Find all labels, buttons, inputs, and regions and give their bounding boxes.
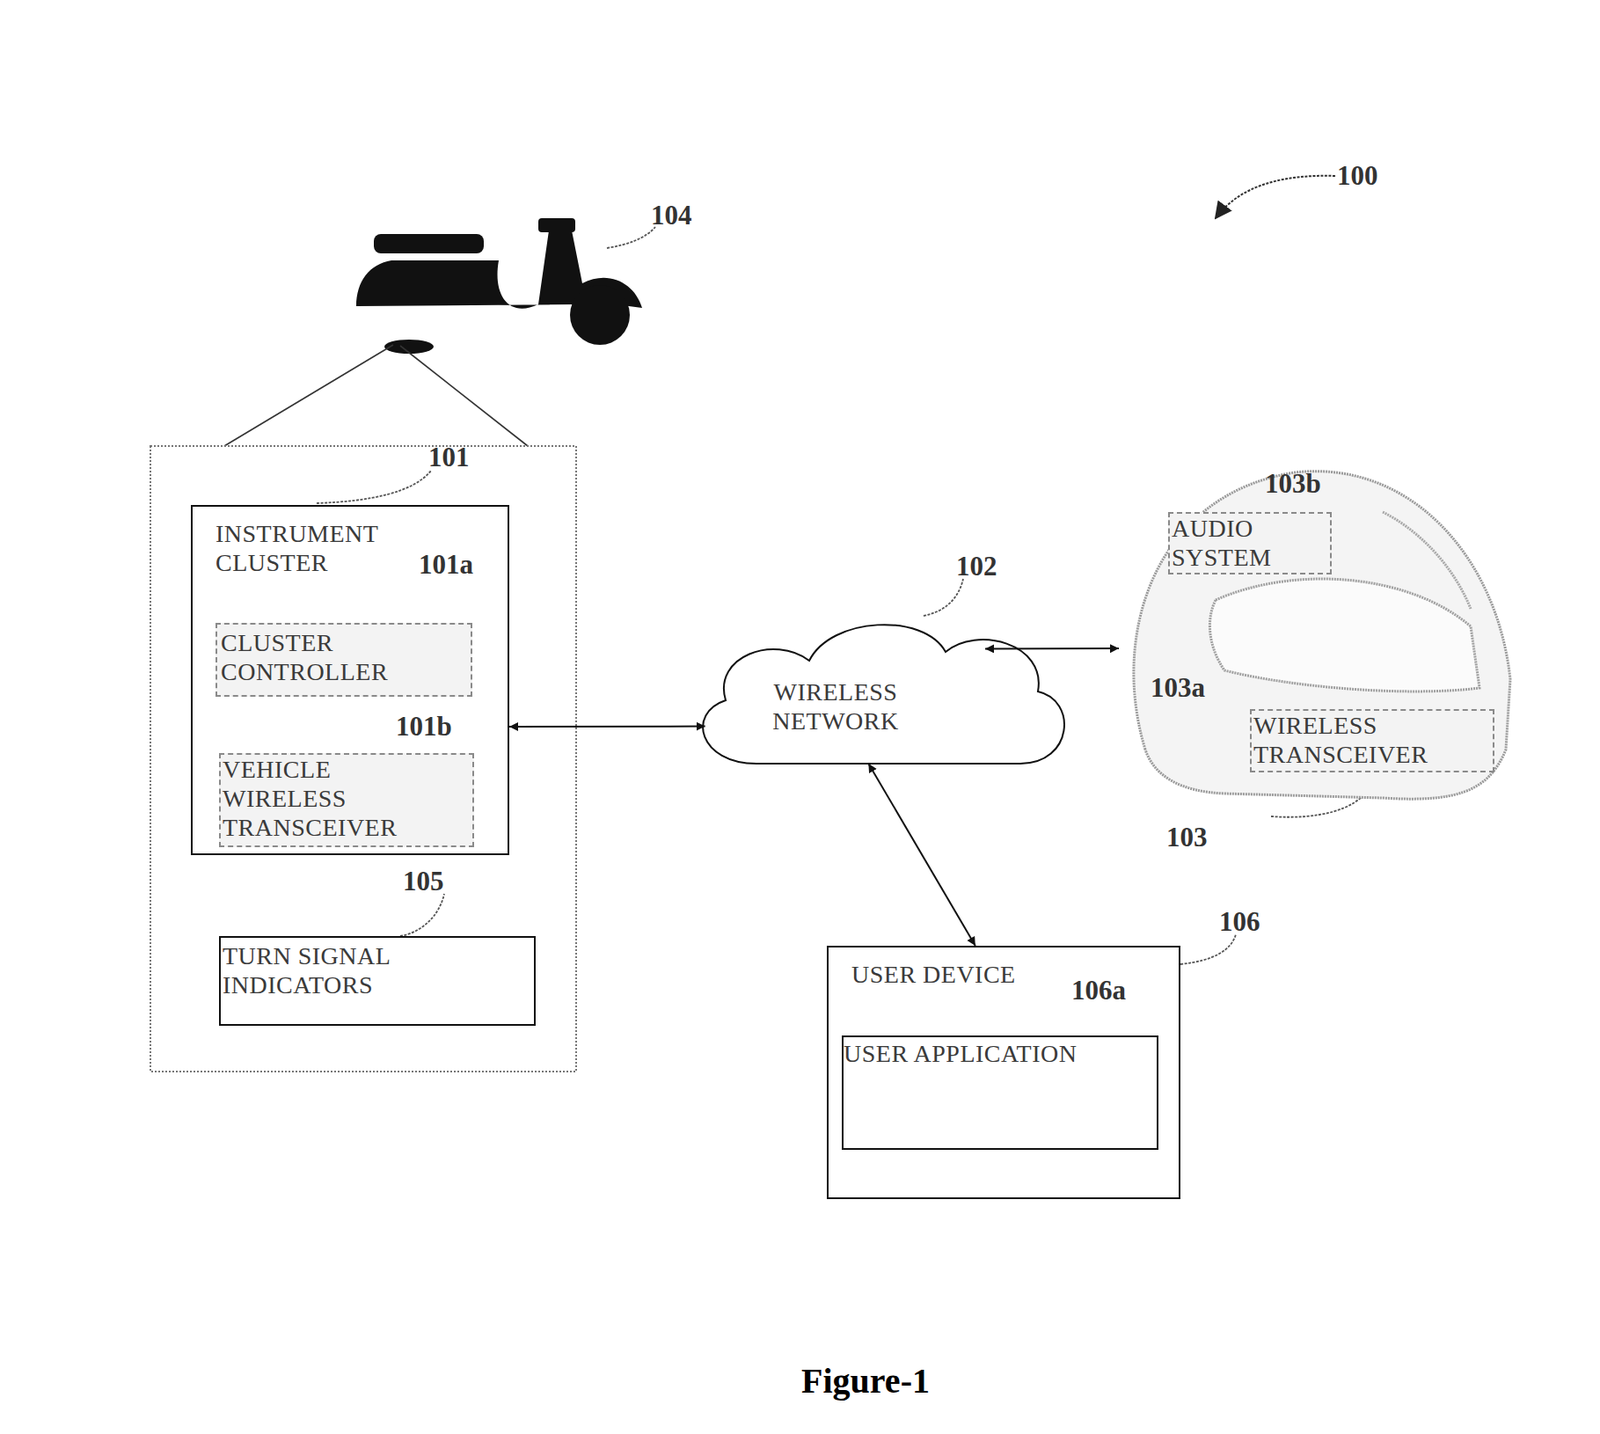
controller-box: CLUSTER CONTROLLER [215, 622, 473, 697]
leader-line [606, 226, 656, 249]
node-label: INSTRUMENT CLUSTER [215, 518, 427, 578]
callout-number: 101b [395, 710, 453, 743]
callout-number: 103 [1166, 821, 1208, 854]
node-label: WIRELESS NETWORK [747, 677, 924, 736]
transceiver-box: VEHICLE WIRELESS TRANSCEIVER [219, 752, 475, 848]
node-label: CLUSTER CONTROLLER [220, 628, 406, 687]
scooter-handlebar [538, 218, 576, 233]
application-box: USER APPLICATION [841, 1035, 1159, 1150]
node-label: VEHICLE WIRELESS TRANSCEIVER [222, 754, 417, 842]
helmet-visor [1209, 578, 1480, 692]
device-box: USER DEVICEUSER APPLICATION [826, 945, 1181, 1199]
scooter-wheel [569, 284, 630, 345]
leader-line [316, 470, 432, 504]
callout-number: 100 [1336, 160, 1379, 192]
leader-line [1180, 934, 1236, 965]
callout-number: 102 [956, 550, 998, 583]
node-label: AUDIO SYSTEM [1171, 513, 1322, 572]
node-label: TURN SIGNAL INDICATORS [222, 941, 478, 1000]
cloud-outline [702, 624, 1065, 764]
leader-line [400, 345, 528, 446]
network-cloud: WIRELESS NETWORK [686, 612, 1067, 771]
scooter-icon [356, 218, 643, 354]
vehicle-block-outline [150, 445, 577, 1072]
connector-arrow [985, 647, 1119, 650]
helmet-outline [1133, 471, 1511, 800]
reference-arrow [1215, 175, 1336, 219]
node-label: USER APPLICATION [843, 1038, 1108, 1068]
transceiver-box: WIRELESS TRANSCEIVER [1249, 708, 1495, 773]
callout-number: 101 [428, 441, 470, 474]
scooter-base [384, 339, 434, 354]
callout-number: 106 [1219, 905, 1261, 938]
callout-number: 101a [418, 548, 474, 581]
leader-line [224, 344, 394, 446]
callout-number: 105 [402, 865, 445, 898]
callout-number: 104 [650, 199, 693, 232]
leader-line [923, 578, 964, 616]
helmet-shape: 103AUDIO SYSTEMWIRELESS TRANSCEIVER [1118, 459, 1516, 806]
callout-number: 106a [1071, 974, 1126, 1007]
figure-caption: Figure-1 [645, 1359, 1086, 1402]
callout-number: 103a [1150, 672, 1206, 704]
node-label: WIRELESS TRANSCEIVER [1253, 710, 1491, 769]
indicator-box: TURN SIGNAL INDICATORS [219, 935, 536, 1026]
connector-arrow [868, 763, 975, 946]
helmet-detail [1382, 511, 1471, 609]
leader-line [400, 893, 445, 936]
audio-box: AUDIO SYSTEM [1168, 511, 1332, 575]
connector-arrow [509, 725, 706, 728]
callout-number: 103b [1264, 467, 1322, 500]
scooter-seat [373, 233, 484, 254]
